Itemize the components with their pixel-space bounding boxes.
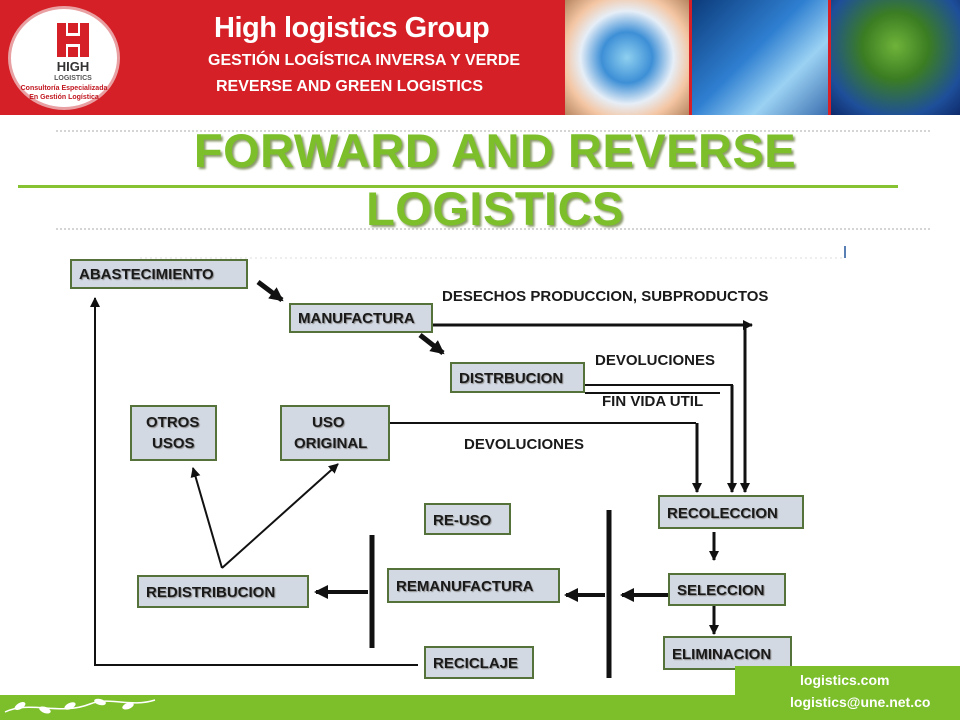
slide-title: FORWARD AND REVERSE LOGISTICS [160, 122, 830, 238]
label-desechos: DESECHOS PRODUCCION, SUBPRODUCTOS [442, 288, 769, 305]
footer-email-link[interactable]: logistics@une.net.co [790, 694, 931, 710]
leaf-ornament-icon [4, 698, 156, 714]
brand-name: High logistics Group [214, 12, 490, 44]
arrow-abastecimiento-manufactura [256, 280, 284, 302]
globe-hands-photo [565, 0, 689, 115]
node-distribucion: DISTRBUCION [450, 362, 585, 393]
title-dotted-rule-bottom [56, 228, 930, 230]
node-remanufactura: REMANUFACTURA [387, 568, 560, 603]
brand-tagline-english: REVERSE AND GREEN LOGISTICS [216, 78, 483, 95]
handshake-photo [692, 0, 828, 115]
node-re-uso: RE-USO [424, 503, 511, 535]
header-banner: HIGH LOGISTICS Consultoría Especializada… [0, 0, 960, 115]
footer-website-link[interactable]: logistics.com [800, 672, 890, 688]
arrow-redistribucion-otros-usos [190, 467, 223, 569]
logo-text: HIGH [56, 59, 90, 74]
brand-tagline-spanish: GESTIÓN LOGÍSTICA INVERSA Y VERDE [208, 52, 521, 69]
title-underline [18, 185, 898, 188]
node-redistribucion: REDISTRIBUCION [137, 575, 309, 608]
node-uso-original-line-2: ORIGINAL [294, 435, 368, 452]
arrow-manufactura-distribucion [418, 333, 445, 355]
node-uso-original-line-1: USO [312, 414, 345, 431]
label-devoluciones-distribucion: DEVOLUCIONES [595, 352, 716, 369]
slide-title-line-1: FORWARD AND REVERSE [193, 124, 797, 177]
node-recoleccion: RECOLECCION [658, 495, 804, 529]
slide-title-line-2: LOGISTICS [366, 182, 624, 235]
label-fin-vida-util: FIN VIDA UTIL [602, 393, 704, 410]
arrow-reciclaje-abastecimiento [90, 297, 418, 666]
tree-photo [831, 0, 960, 115]
label-devoluciones-uso: DEVOLUCIONES [464, 436, 585, 453]
node-reciclaje: RECICLAJE [424, 646, 534, 679]
title-dotted-rule-top [56, 130, 930, 132]
node-otros-usos-line-1: OTROS [146, 414, 200, 431]
logo-caption-line-1: Consultoría Especializada [20, 85, 108, 92]
logo-caption-line-2: En Gestión Logística [29, 94, 99, 101]
logo-caption: Consultoría Especializada En Gestión Log… [10, 84, 118, 102]
company-logo[interactable]: HIGH LOGISTICS [8, 6, 120, 110]
node-uso-original: USO ORIGINAL [280, 405, 390, 461]
node-manufactura: MANUFACTURA [289, 303, 433, 333]
node-otros-usos: OTROS USOS [130, 405, 217, 461]
logo-subtext: LOGISTICS [54, 75, 92, 82]
logo-h-mark-icon [57, 23, 89, 57]
arrow-redistribucion-uso-original [221, 463, 339, 569]
node-abastecimiento: ABASTECIMIENTO [70, 259, 248, 289]
node-seleccion: SELECCION [668, 573, 786, 606]
node-otros-usos-line-2: USOS [152, 435, 195, 452]
footer-contact-panel [735, 666, 960, 720]
node-eliminacion: ELIMINACION [663, 636, 792, 670]
